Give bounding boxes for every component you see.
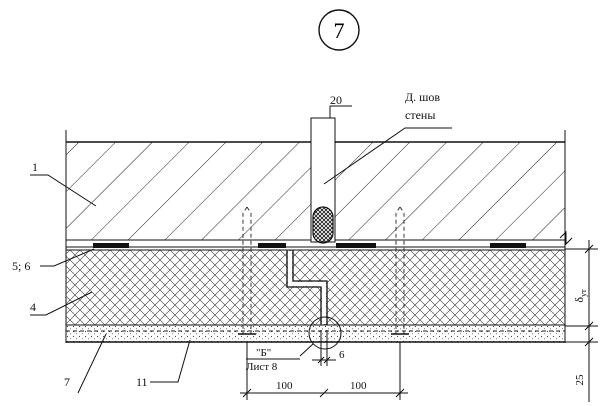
callout-1: 1: [32, 160, 38, 174]
wall-expansion-joint: [310, 117, 336, 244]
callout-20: 20: [330, 93, 342, 107]
section-number-badge: 7: [318, 9, 360, 51]
insulation-layer: [66, 249, 565, 326]
thickness-dimension-chain: [565, 240, 598, 402]
gap-dimension: [312, 330, 336, 366]
joint-note-line1: Д. шов: [405, 90, 440, 104]
detail-circle: [308, 316, 342, 350]
joint-note-line2: стены: [405, 108, 435, 122]
sealing-cord: [312, 206, 334, 244]
svg-text:25: 25: [574, 374, 586, 386]
callout-5-6: 5; 6: [12, 259, 30, 273]
callout-7: 7: [64, 375, 70, 389]
gap-dimension-value: 6: [339, 349, 345, 361]
section-number: 7: [334, 18, 345, 43]
callout-4: 4: [30, 300, 36, 314]
plaster-thickness-label: 25: [574, 374, 586, 386]
svg-text:δут: δут: [572, 289, 588, 303]
plaster-layer: [66, 326, 565, 343]
callout-leaders: [30, 105, 452, 394]
span-dimension-chain: [240, 342, 408, 400]
insulation-thickness-label: δут: [572, 289, 588, 303]
detail-ref-sheet: Лист 8: [246, 361, 278, 373]
detail-ref-label: "Б": [256, 347, 271, 359]
adhesive-strips: [66, 243, 565, 248]
anchor-dowels: [238, 206, 409, 335]
right-span-value: 100: [350, 380, 367, 392]
callout-11: 11: [136, 375, 148, 389]
left-span-value: 100: [276, 380, 293, 392]
